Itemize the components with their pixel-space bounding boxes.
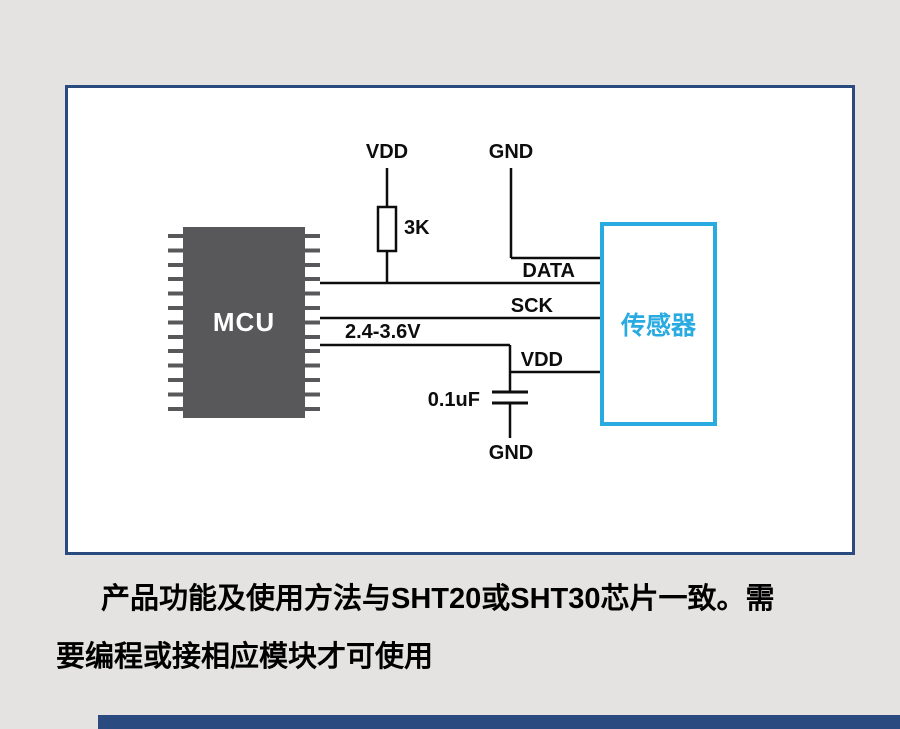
sck-line-label: SCK xyxy=(510,295,553,317)
supply-voltage-label: 2.4-3.6V xyxy=(345,321,421,343)
resistor-symbol xyxy=(376,205,398,253)
capacitor-value-label: 0.1uF xyxy=(427,389,480,411)
gnd-bottom-label: GND xyxy=(488,442,534,464)
resistor-value-label: 3K xyxy=(404,217,430,239)
mcu-pins-left xyxy=(168,234,183,414)
capacitor-symbol xyxy=(492,390,528,405)
sensor-box: 传感器 xyxy=(600,222,717,426)
circuit-wires xyxy=(320,168,600,438)
vdd-top-label: VDD xyxy=(365,141,409,163)
vdd-mid-label: VDD xyxy=(520,349,563,371)
bottom-accent-bar xyxy=(98,715,900,729)
gnd-top-label: GND xyxy=(488,141,534,163)
mcu-pins-right xyxy=(305,234,320,414)
caption-text: 产品功能及使用方法与SHT20或SHT30芯片一致。需要编程或接相应模块才可使用 xyxy=(56,583,775,673)
mcu-label: MCU xyxy=(212,307,276,337)
mcu-chip: MCU xyxy=(183,227,305,418)
sensor-label: 传感器 xyxy=(620,312,696,340)
wire-lines xyxy=(320,168,600,438)
data-line-label: DATA xyxy=(522,260,575,282)
diagram-panel: MCU 传感器 VDD GND 3K DATA SCK 2.4-3.6V VDD… xyxy=(65,85,855,555)
